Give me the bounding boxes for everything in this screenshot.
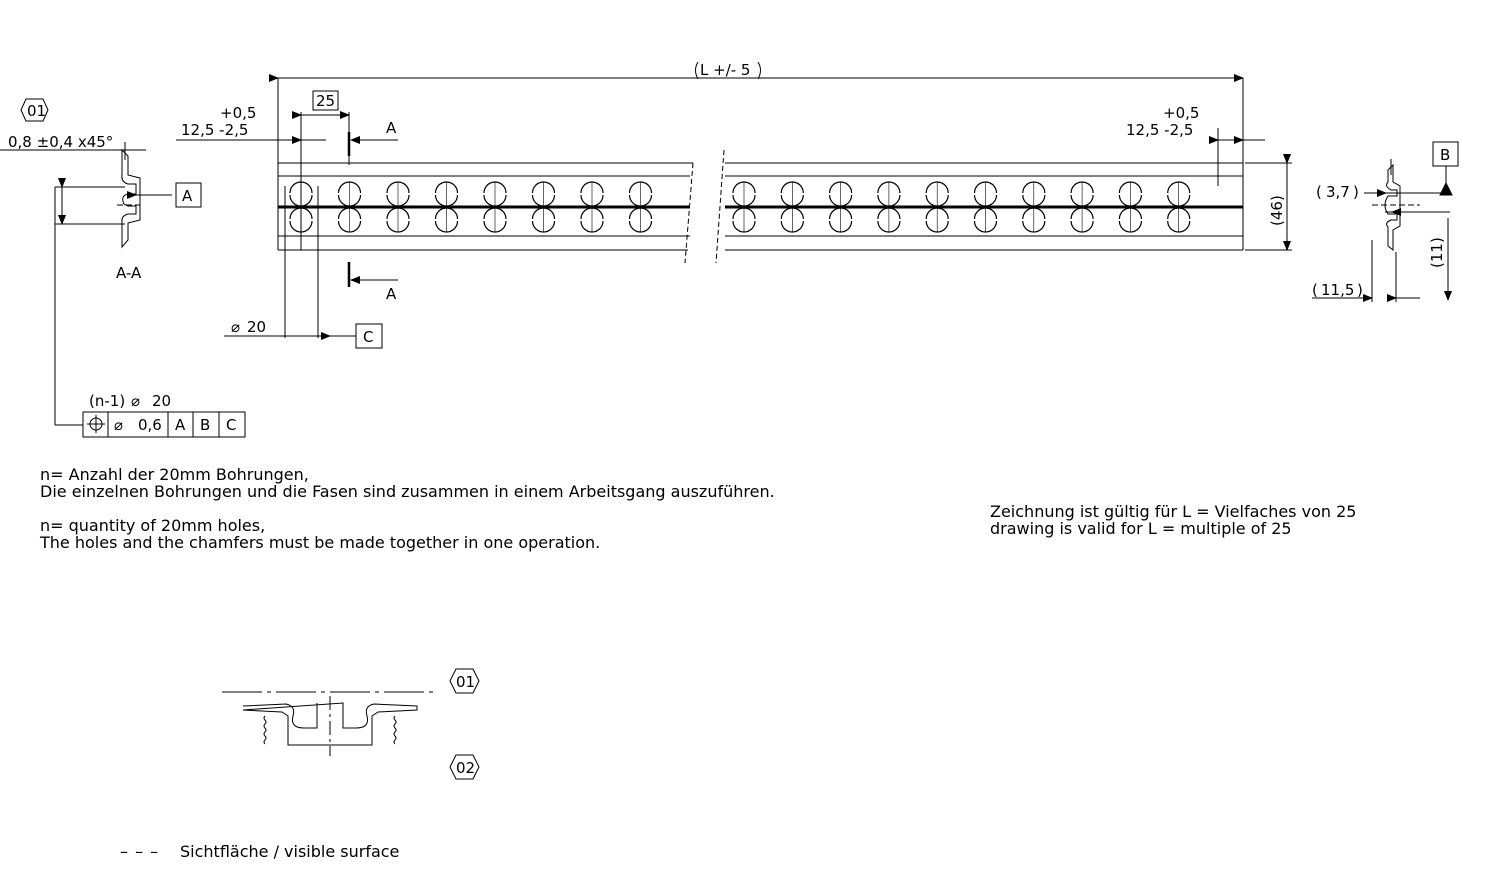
- profile-detail-view: [222, 668, 480, 780]
- profile-3-7-close: ): [1353, 183, 1359, 201]
- datum-a-label: A: [182, 187, 193, 205]
- profile-11-5-open: (: [1312, 281, 1318, 299]
- profile-3-7-label: 3,7: [1326, 183, 1350, 201]
- detail-tag-01-label: 01: [456, 673, 475, 691]
- profile-11-5-close: ): [1357, 281, 1363, 299]
- tolerance-diameter-symbol: ⌀: [114, 416, 123, 434]
- note-de-line2: Die einzelnen Bohrungen und die Fasen si…: [40, 482, 775, 501]
- left-offset-label: 12,5 -2,5: [181, 121, 248, 139]
- left-tolerance-upper: +0,5: [220, 104, 256, 122]
- section-mark-top: A: [386, 119, 397, 137]
- right-offset-label: 12,5 -2,5: [1126, 121, 1193, 139]
- note-en-line1: n= quantity of 20mm holes,: [40, 516, 266, 535]
- overall-length-dimension: [269, 61, 1244, 250]
- validity-note: Zeichnung ist gültig für L = Vielfaches …: [990, 503, 1356, 537]
- section-tag-01-label: 01: [27, 102, 46, 120]
- profile-3-7-open: (: [1316, 183, 1322, 201]
- fcf-datum-c: C: [226, 416, 236, 434]
- visible-surface-legend: Sichtfläche / visible surface: [180, 842, 400, 861]
- feature-control-frame: [82, 411, 246, 438]
- profile-11-5-label: 11,5: [1321, 281, 1354, 299]
- validity-en: drawing is valid for L = multiple of 25: [990, 519, 1292, 538]
- rail-top-view: [277, 149, 1244, 264]
- diameter-symbol: ⌀: [231, 318, 240, 336]
- fcf-datum-a: A: [175, 416, 186, 434]
- right-tolerance-upper: +0,5: [1163, 104, 1199, 122]
- note-de-line1: n= Anzahl der 20mm Bohrungen,: [40, 465, 309, 484]
- left-dimensions: [176, 90, 398, 349]
- profile-11-label: (11): [1428, 237, 1446, 268]
- tolerance-value: 0,6: [138, 416, 162, 434]
- right-profile-view: [1312, 141, 1459, 302]
- right-dimensions: [1209, 128, 1292, 251]
- notes-english: n= quantity of 20mm holes, The holes and…: [40, 517, 600, 551]
- height-label: (46): [1268, 195, 1286, 226]
- section-mark-bottom: A: [386, 285, 397, 303]
- pattern-diameter-symbol: ⌀: [131, 392, 140, 410]
- notes-german: n= Anzahl der 20mm Bohrungen, Die einzel…: [40, 466, 775, 500]
- visible-surface-dash: – – –: [120, 842, 160, 861]
- section-view-label: A-A: [116, 264, 142, 282]
- note-en-line2: The holes and the chamfers must be made …: [40, 533, 601, 552]
- fcf-datum-b: B: [200, 416, 210, 434]
- rail-hole-pattern: [289, 181, 1191, 233]
- pattern-count-label: (n-1): [89, 392, 125, 410]
- hole-diameter-label: 20: [247, 318, 266, 336]
- detail-tag-02-label: 02: [456, 759, 475, 777]
- section-a-a-view: [0, 98, 202, 426]
- rail-left-segment: [277, 162, 694, 264]
- pitch-label: 25: [316, 92, 335, 110]
- datum-c-label: C: [363, 328, 373, 346]
- datum-b-label: B: [1440, 146, 1450, 164]
- pattern-diameter-label: 20: [152, 392, 171, 410]
- rail-right-segment: [715, 149, 1244, 264]
- chamfer-label: 0,8 ±0,4 x45°: [8, 133, 113, 151]
- overall-length-label: L +/- 5: [700, 61, 750, 79]
- validity-de: Zeichnung ist gültig für L = Vielfaches …: [990, 502, 1357, 521]
